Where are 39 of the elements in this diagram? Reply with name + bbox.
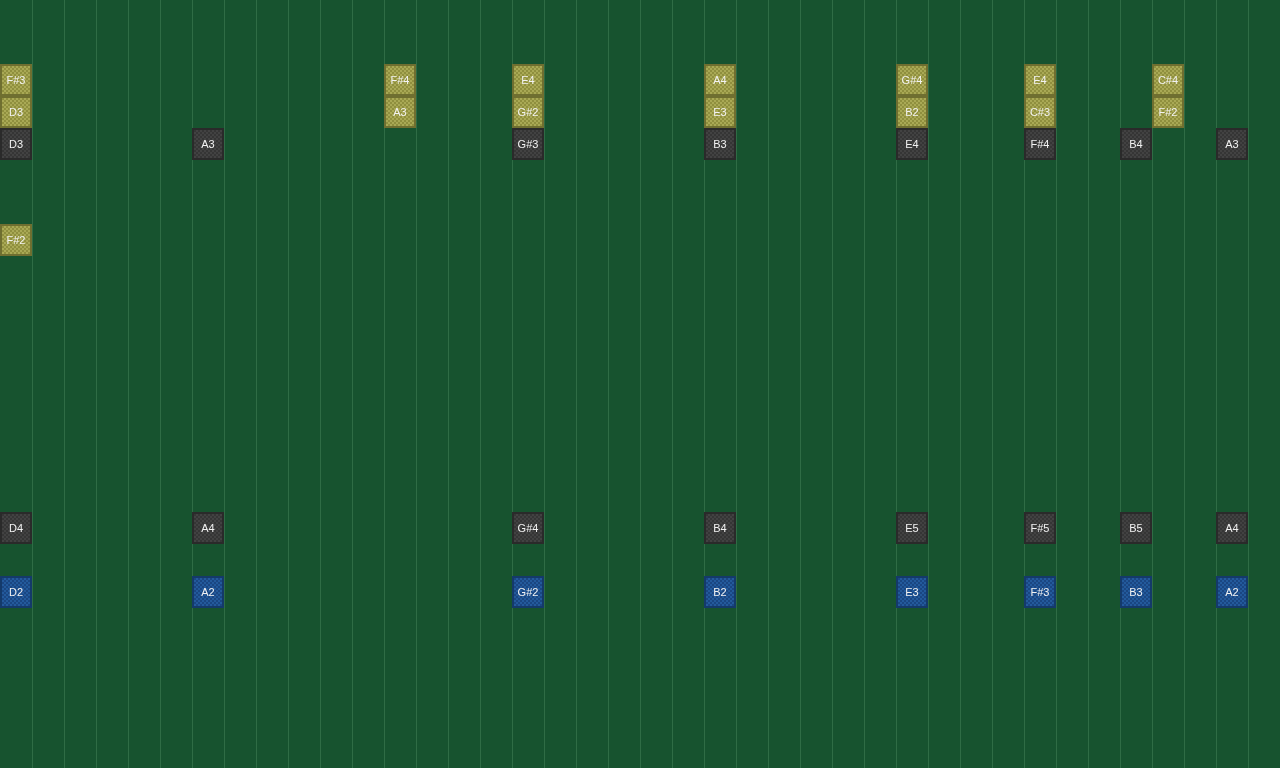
note-tile: G#4 [896, 64, 928, 96]
note-tile: F#2 [1152, 96, 1184, 128]
note-tile: F#4 [1024, 128, 1056, 160]
note-tile: A4 [192, 512, 224, 544]
note-tile: A2 [1216, 576, 1248, 608]
note-tile: D3 [0, 128, 32, 160]
note-tile: C#4 [1152, 64, 1184, 96]
note-tile: B3 [1120, 576, 1152, 608]
note-tile: A3 [384, 96, 416, 128]
note-tile: F#3 [0, 64, 32, 96]
note-tile: G#4 [512, 512, 544, 544]
note-tile: C#3 [1024, 96, 1056, 128]
note-tile: G#2 [512, 96, 544, 128]
note-tile: D2 [0, 576, 32, 608]
note-tile: F#3 [1024, 576, 1056, 608]
note-tile: D4 [0, 512, 32, 544]
note-tile: B5 [1120, 512, 1152, 544]
note-tile: D3 [0, 96, 32, 128]
note-tile: E3 [896, 576, 928, 608]
note-tile: B2 [896, 96, 928, 128]
note-tile: F#4 [384, 64, 416, 96]
note-tile: E4 [896, 128, 928, 160]
note-tile: A2 [192, 576, 224, 608]
note-tile: F#2 [0, 224, 32, 256]
note-tile: A4 [704, 64, 736, 96]
note-tile: E4 [512, 64, 544, 96]
note-tile: B4 [1120, 128, 1152, 160]
note-tile: G#2 [512, 576, 544, 608]
note-tile: E5 [896, 512, 928, 544]
note-tile: E3 [704, 96, 736, 128]
note-tile: A3 [192, 128, 224, 160]
note-tile: E4 [1024, 64, 1056, 96]
note-tile: A3 [1216, 128, 1248, 160]
note-tile: G#3 [512, 128, 544, 160]
note-tile: F#5 [1024, 512, 1056, 544]
note-tile: B2 [704, 576, 736, 608]
note-tile: A4 [1216, 512, 1248, 544]
note-tile: B4 [704, 512, 736, 544]
note-tile: B3 [704, 128, 736, 160]
